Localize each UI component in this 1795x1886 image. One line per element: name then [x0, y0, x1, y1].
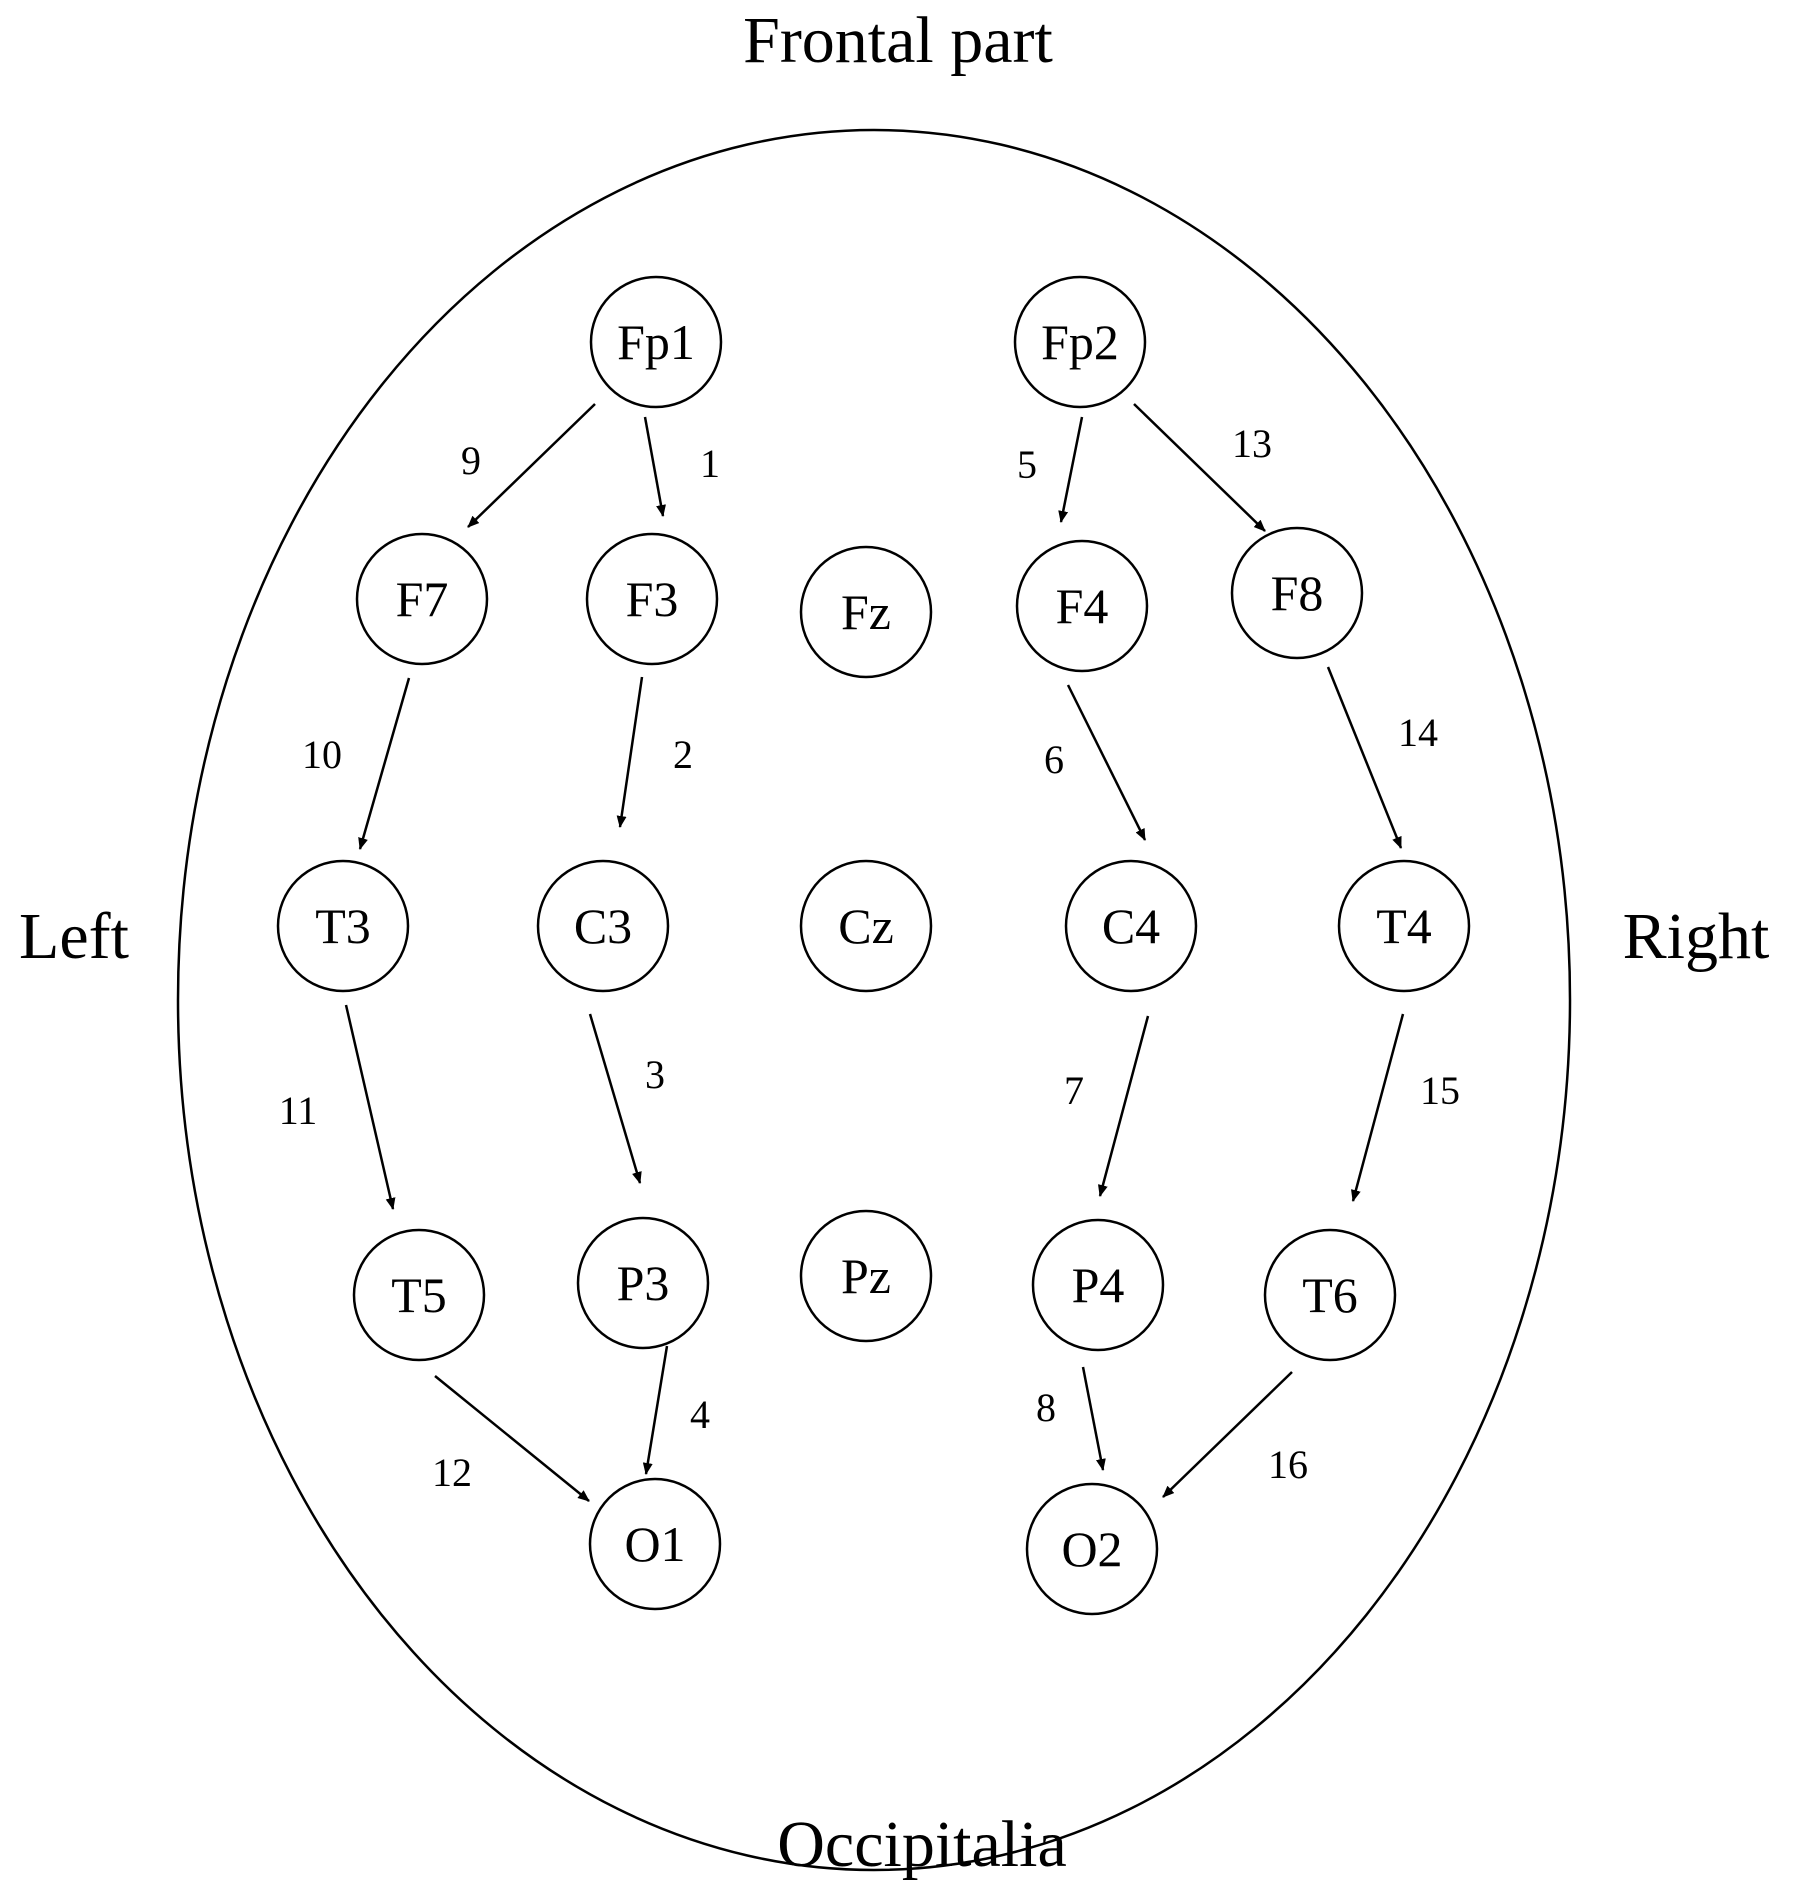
connection-arrow-16 — [1162, 1371, 1293, 1498]
electrode-label-c3: C3 — [574, 898, 632, 954]
electrode-label-fp1: Fp1 — [617, 314, 695, 370]
electrode-c4: C4 — [1064, 859, 1198, 993]
right-label: Right — [1623, 900, 1770, 973]
electrode-label-p4: P4 — [1072, 1257, 1125, 1313]
electrode-p3: P3 — [576, 1216, 710, 1350]
connection-label-6: 6 — [1044, 737, 1064, 782]
electrode-label-t4: T4 — [1376, 898, 1432, 954]
connection-lines — [344, 403, 1405, 1502]
electrode-label-t3: T3 — [315, 898, 371, 954]
connection-label-14: 14 — [1398, 710, 1438, 755]
connection-arrow-13 — [1133, 403, 1266, 532]
electrode-label-pz: Pz — [841, 1248, 891, 1304]
electrode-label-t5: T5 — [391, 1267, 447, 1323]
electrode-f4: F4 — [1015, 539, 1149, 673]
electrode-fz: Fz — [799, 545, 933, 679]
connection-arrow-5 — [1058, 416, 1084, 523]
connection-label-16: 16 — [1268, 1442, 1308, 1487]
connection-label-8: 8 — [1036, 1385, 1056, 1430]
electrode-label-fz: Fz — [841, 584, 891, 640]
left-label: Left — [19, 900, 129, 973]
connection-label-5: 5 — [1017, 442, 1037, 487]
electrode-label-o2: O2 — [1061, 1521, 1122, 1577]
connection-arrow-9 — [467, 403, 596, 528]
connection-label-2: 2 — [673, 732, 693, 777]
head-outline — [176, 128, 1572, 1872]
occipital-label: Occipitalia — [777, 1808, 1067, 1881]
connection-arrow-4 — [642, 1345, 669, 1475]
electrode-label-t6: T6 — [1302, 1267, 1358, 1323]
electrode-f3: F3 — [585, 532, 719, 666]
electrode-label-p3: P3 — [617, 1255, 670, 1311]
connection-arrow-8 — [1081, 1366, 1106, 1471]
connection-arrow-15 — [1351, 1013, 1405, 1202]
electrode-f8: F8 — [1230, 526, 1364, 660]
connection-arrow-2 — [616, 676, 644, 828]
electrode-f7: F7 — [355, 532, 489, 666]
electrode-label-cz: Cz — [838, 898, 894, 954]
connection-arrow-6 — [1066, 684, 1147, 841]
connection-label-12: 12 — [432, 1450, 472, 1495]
connection-label-15: 15 — [1420, 1068, 1460, 1113]
electrode-o2: O2 — [1025, 1482, 1159, 1616]
connection-label-1: 1 — [700, 441, 720, 486]
connection-labels: 1 2 3 4 5 6 7 8 9 10 11 12 13 14 15 16 — [279, 421, 1460, 1495]
electrode-fp1: Fp1 — [589, 275, 723, 409]
connection-arrow-11 — [344, 1004, 396, 1210]
electrode-label-c4: C4 — [1102, 898, 1160, 954]
connection-arrow-1 — [643, 416, 666, 517]
electrode-cz: Cz — [799, 859, 933, 993]
electrode-pz: Pz — [799, 1209, 933, 1343]
electrode-p4: P4 — [1031, 1218, 1165, 1352]
connection-arrow-7 — [1098, 1015, 1150, 1197]
electrode-t5: T5 — [352, 1228, 486, 1362]
connection-label-3: 3 — [645, 1052, 665, 1097]
electrode-label-o1: O1 — [624, 1516, 685, 1572]
connection-arrow-12 — [434, 1375, 590, 1502]
electrode-t3: T3 — [276, 859, 410, 993]
frontal-label: Frontal part — [743, 4, 1053, 77]
electrode-label-f8: F8 — [1271, 565, 1324, 621]
connection-arrow-3 — [588, 1013, 642, 1184]
connection-label-11: 11 — [279, 1088, 318, 1133]
connection-label-10: 10 — [302, 732, 342, 777]
electrode-label-f3: F3 — [626, 571, 679, 627]
connection-label-13: 13 — [1232, 421, 1272, 466]
electrode-t6: T6 — [1263, 1228, 1397, 1362]
connection-label-9: 9 — [461, 438, 481, 483]
electrode-fp2: Fp2 — [1013, 275, 1147, 409]
electrode-label-f4: F4 — [1056, 578, 1109, 634]
connection-arrow-10 — [358, 677, 411, 850]
electrode-o1: O1 — [588, 1477, 722, 1611]
connection-arrow-14 — [1326, 666, 1403, 849]
electrode-label-fp2: Fp2 — [1041, 314, 1119, 370]
connection-label-4: 4 — [690, 1392, 710, 1437]
connection-label-7: 7 — [1064, 1068, 1084, 1113]
electrode-nodes: Fp1 Fp2 F7 F3 Fz F4 F8 T3 — [276, 275, 1471, 1616]
electrode-t4: T4 — [1337, 859, 1471, 993]
electrode-label-f7: F7 — [396, 571, 449, 627]
electrode-c3: C3 — [536, 859, 670, 993]
